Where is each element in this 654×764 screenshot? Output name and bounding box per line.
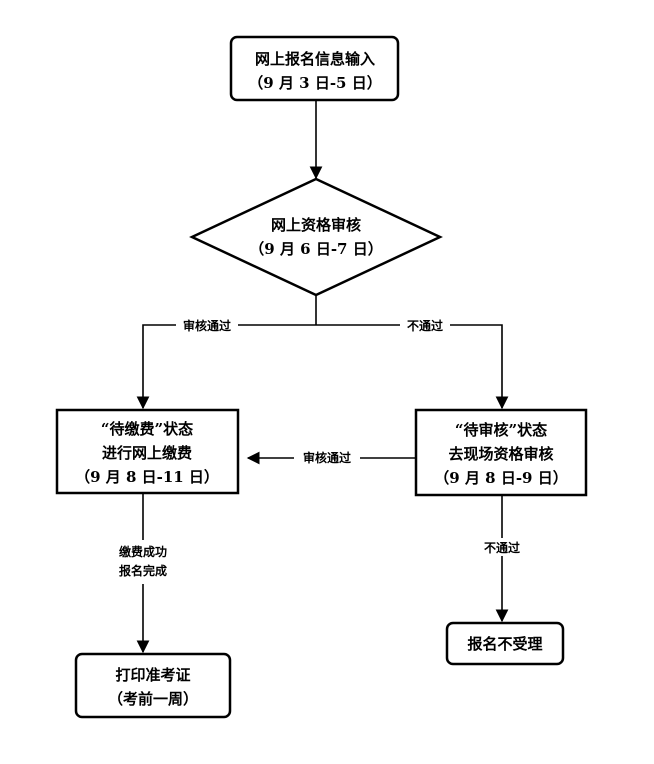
edge-label-review-passed: 审核通过 (183, 318, 231, 333)
arrow-review-to-pending-review (316, 324, 509, 410)
edge-label-onsite-not-passed: 不通过 (484, 540, 520, 555)
node-online-info-input-title: 网上报名信息输入 (255, 50, 375, 68)
node-pending-review: “待审核”状态 去现场资格审核 （9 月 8 日-9 日） (414, 408, 588, 497)
node-pending-payment-date: （9 月 8 日-11 日） (75, 468, 219, 486)
node-pending-payment-action: 进行网上缴费 (102, 444, 192, 462)
node-print-admission-title: 打印准考证 (115, 666, 190, 684)
node-online-info-input: 网上报名信息输入 （9 月 3 日-5 日） (229, 35, 400, 102)
node-online-review-title: 网上资格审核 (271, 216, 361, 234)
edge-label-onsite-passed: 审核通过 (303, 450, 351, 465)
node-pending-review-date: （9 月 8 日-9 日） (434, 469, 567, 487)
node-print-admission-timing: （考前一周） (108, 690, 198, 708)
node-not-accepted: 报名不受理 (445, 621, 565, 666)
node-pending-payment: “待缴费”状态 进行网上缴费 （9 月 8 日-11 日） (55, 408, 240, 495)
node-online-review-date: （9 月 6 日-7 日） (249, 240, 382, 258)
node-pending-review-action: 去现场资格审核 (448, 445, 553, 463)
node-print-admission: 打印准考证 （考前一周） (74, 652, 232, 719)
node-online-review: 网上资格审核 （9 月 6 日-7 日） (189, 177, 443, 297)
node-pending-review-status: “待审核”状态 (455, 421, 547, 439)
edge-label-not-passed: 不通过 (407, 318, 443, 333)
node-online-info-input-date: （9 月 3 日-5 日） (248, 74, 381, 92)
edge-label-registration-complete: 报名完成 (119, 563, 167, 578)
arrow-review-to-payment (136, 324, 316, 410)
edge-labels: 审核通过 不通过 审核通过 缴费成功 报名完成 不通过 (104, 316, 530, 584)
node-not-accepted-title: 报名不受理 (467, 635, 542, 653)
node-pending-payment-status: “待缴费”状态 (101, 420, 193, 438)
edge-label-payment-success: 缴费成功 (119, 544, 167, 559)
